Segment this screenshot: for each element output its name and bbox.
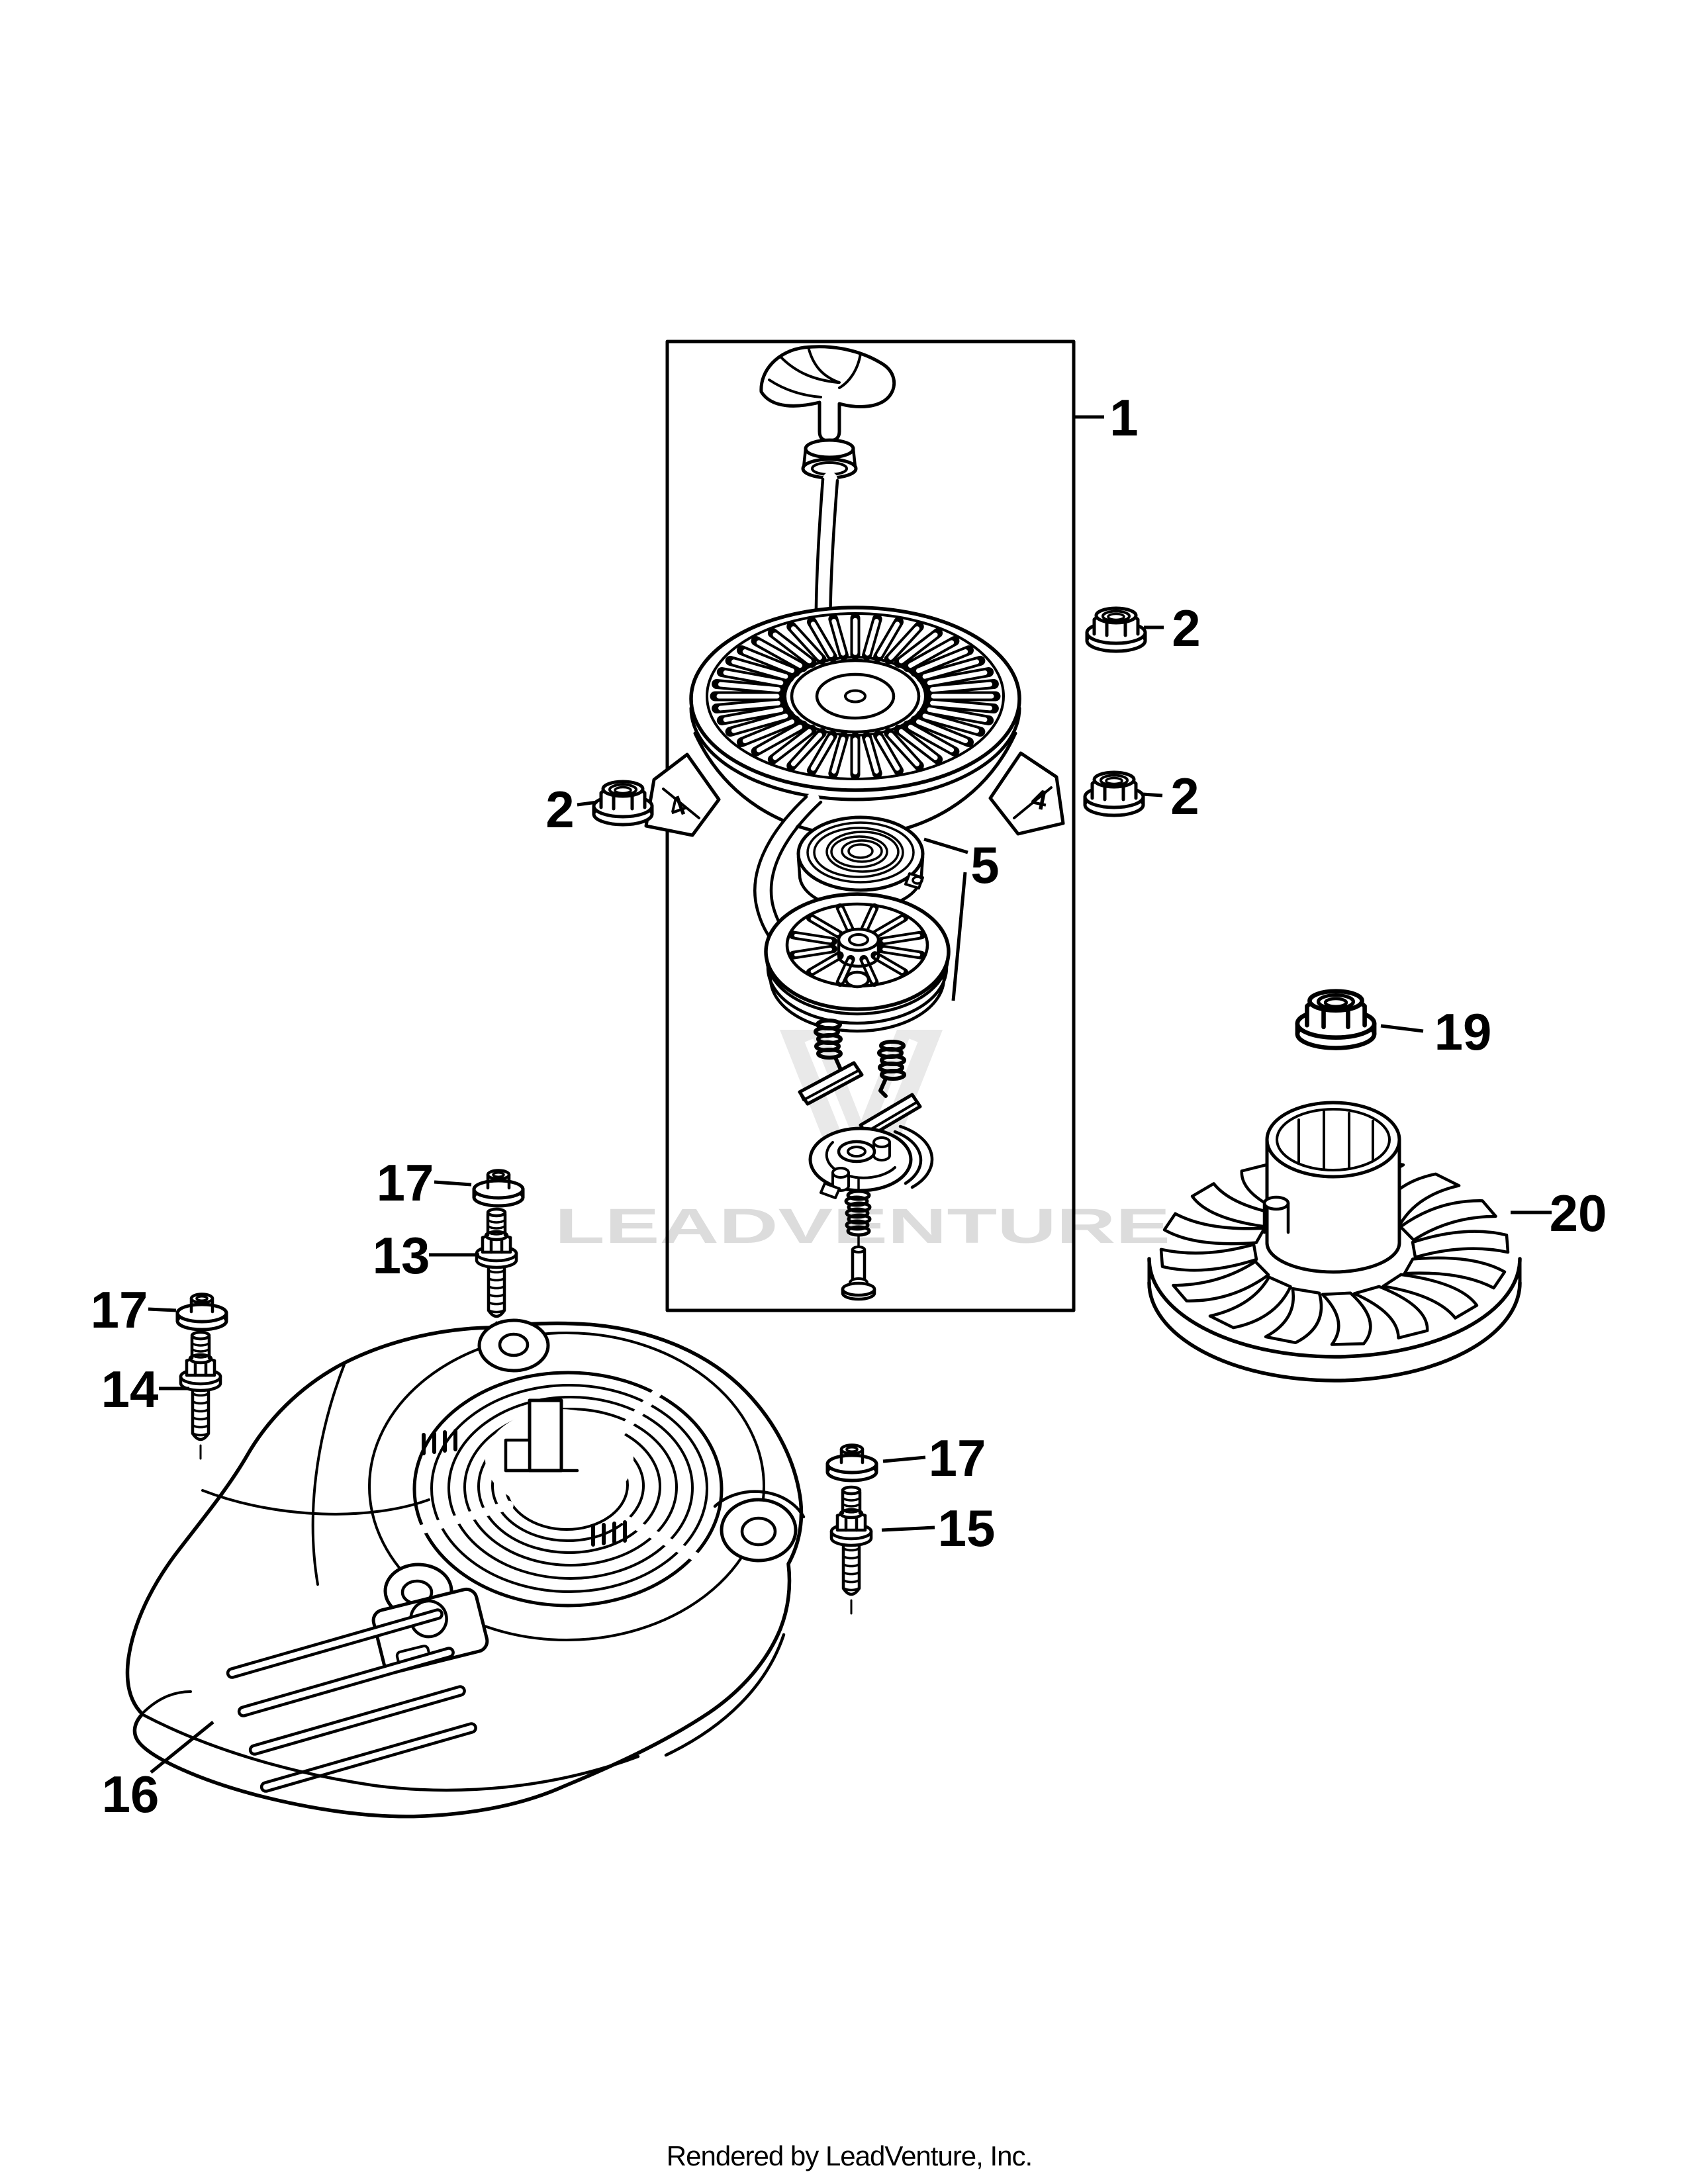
callout-5: 5: [923, 836, 1000, 1001]
callout-13: 13: [373, 1226, 479, 1285]
callout-label-20: 20: [1550, 1184, 1607, 1242]
callout-label-5: 5: [970, 836, 999, 894]
flange-nut-drawing: [1085, 772, 1143, 815]
callout-2-top-right: 2: [1144, 599, 1201, 657]
callout-label-17: 17: [377, 1154, 434, 1212]
flange-washer-17-drawing: [474, 1171, 523, 1206]
callout-label-15: 15: [938, 1499, 996, 1557]
callout-17-right: 17: [882, 1429, 986, 1487]
callout-20: 20: [1511, 1184, 1607, 1242]
friction-springs-drawing: [814, 1019, 906, 1098]
callouts-layer: 1 2 2 2 5 13 14 15: [91, 388, 1607, 1823]
cam-return-spring-drawing: [844, 1178, 872, 1248]
blower-housing-drawing: [125, 1318, 806, 1819]
callout-2-right: 2: [1142, 767, 1199, 825]
cam-screw-drawing: [841, 1246, 876, 1301]
callout-label-14: 14: [101, 1360, 159, 1418]
callout-label-13: 13: [373, 1226, 430, 1285]
stud-screw-13-drawing: [477, 1209, 516, 1336]
callout-label-2: 2: [1172, 599, 1200, 657]
flange-nut-drawing: [1087, 608, 1145, 651]
flange-washer-17-drawing: [827, 1445, 876, 1481]
callout-2-left: 2: [545, 780, 598, 839]
callout-16: 16: [102, 1721, 214, 1823]
callout-label-17: 17: [91, 1281, 148, 1339]
callout-1: 1: [1075, 388, 1139, 447]
callout-label-19: 19: [1434, 1003, 1492, 1061]
callout-19: 19: [1380, 1003, 1492, 1061]
stud-screw-14-drawing: [181, 1332, 220, 1459]
callout-14: 14: [101, 1360, 189, 1418]
footer-credit: Rendered by LeadVenture, Inc.: [667, 2140, 1032, 2171]
callout-17-top: 17: [377, 1154, 472, 1212]
callout-17-left: 17: [91, 1281, 177, 1339]
callout-label-1: 1: [1109, 388, 1138, 447]
stud-screw-15-drawing: [831, 1487, 871, 1614]
callout-label-16: 16: [102, 1765, 160, 1823]
rope-pulley-drawing: [764, 892, 951, 1033]
diagram-art: 4 4: [125, 340, 1522, 1819]
flywheel-drawing: [1147, 1101, 1522, 1383]
recoil-spring-drawing: [796, 815, 925, 911]
flange-nut-drawing: [594, 782, 652, 825]
flywheel-nut-drawing: [1297, 991, 1374, 1048]
callout-label-2: 2: [545, 780, 574, 839]
pull-handle-drawing: [759, 345, 896, 480]
starter-cam-drawing: [808, 1124, 934, 1199]
flange-washer-17-drawing: [177, 1295, 226, 1330]
callout-15: 15: [881, 1499, 996, 1557]
callout-label-2: 2: [1170, 767, 1199, 825]
callout-label-17: 17: [929, 1429, 986, 1487]
